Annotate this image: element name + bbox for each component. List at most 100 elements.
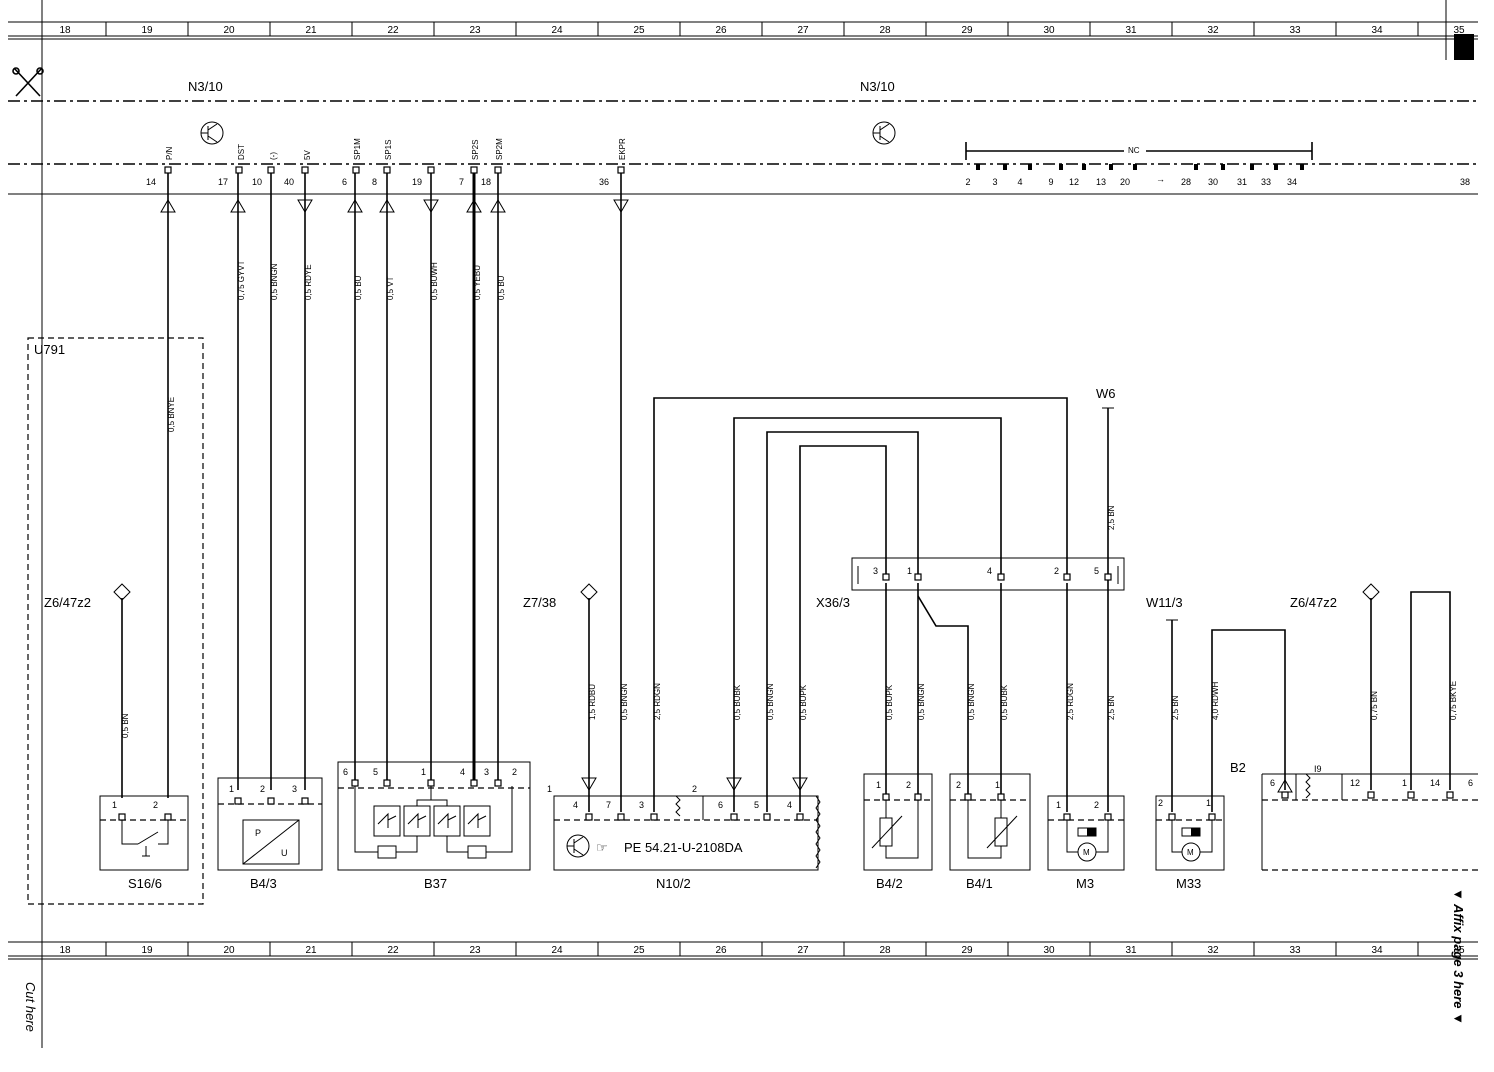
grid-column-label: 23 <box>469 945 481 956</box>
n102-component: 1 2 4 7 3 6 5 4 ☞ PE 54.21-U-2108DA N10/… <box>547 784 821 891</box>
grid-column-label: 21 <box>305 25 317 36</box>
svg-text:NC: NC <box>1128 146 1140 155</box>
grid-column-label: 24 <box>551 25 563 36</box>
svg-text:PE 54.21-U-2108DA: PE 54.21-U-2108DA <box>624 840 743 855</box>
svg-text:18: 18 <box>481 177 491 187</box>
svg-text:40: 40 <box>284 177 294 187</box>
nc-pin-mark <box>1028 164 1032 170</box>
s16-component: 1 2 S16/6 <box>99 795 189 891</box>
m33-component: 2 1 M M33 <box>1155 795 1225 891</box>
svg-text:1: 1 <box>995 780 1000 790</box>
wire-labels: 0,75 GYVT 0,5 BNGN 0,5 RDYE 0,5 BU 0,5 V… <box>121 260 1458 738</box>
grid-column-label: 31 <box>1125 25 1137 36</box>
svg-text:2,5 BN: 2,5 BN <box>1107 695 1116 720</box>
reference-hand-icon: ☞ <box>596 840 608 855</box>
nc-pin-number: 28 <box>1181 177 1191 187</box>
svg-text:1: 1 <box>1056 800 1061 810</box>
n310-far-pin: 38 <box>1460 177 1470 187</box>
n310-pins: P/N 14 DST 17 (-) 10 5V 40 SP1M 6 SP1S 8 <box>146 138 627 187</box>
svg-text:10: 10 <box>252 177 262 187</box>
nc-pin-mark <box>1003 164 1007 170</box>
svg-text:2: 2 <box>1094 800 1099 810</box>
svg-text:0,75 GYVT: 0,75 GYVT <box>237 260 246 300</box>
svg-text:2,5 BN: 2,5 BN <box>1171 695 1180 720</box>
b37-component: 6 5 1 4 3 2 B37 <box>337 761 531 891</box>
svg-text:36: 36 <box>599 177 609 187</box>
svg-text:EKPR: EKPR <box>618 138 627 160</box>
svg-text:1: 1 <box>907 566 912 576</box>
svg-text:0,75 BKYE: 0,75 BKYE <box>1449 681 1458 720</box>
svg-text:4,0 RDWH: 4,0 RDWH <box>1211 682 1220 720</box>
svg-text:2: 2 <box>1158 798 1163 808</box>
u791-boundary <box>27 337 204 905</box>
svg-text:M: M <box>1187 848 1194 857</box>
cut-here-label: Cut here <box>23 982 38 1032</box>
b2-component: 6 12 1 14 6 <box>1261 773 1478 871</box>
grid-column-label: 34 <box>1371 25 1383 36</box>
svg-text:8: 8 <box>372 177 377 187</box>
svg-text:0,5 BU: 0,5 BU <box>497 275 506 300</box>
grid-column-label: 26 <box>715 25 727 36</box>
w11-label: W11/3 <box>1146 595 1183 610</box>
signal-arrows-bottom <box>581 777 1293 793</box>
bottom-ruler <box>8 941 1478 960</box>
grid-column-label: 35 <box>1453 945 1465 956</box>
nc-pin-number: 31 <box>1237 177 1247 187</box>
nc-pin-mark <box>1082 164 1086 170</box>
svg-text:3: 3 <box>484 767 489 777</box>
svg-text:M: M <box>1083 848 1090 857</box>
signal-arrows <box>160 199 629 213</box>
grid-column-label: 31 <box>1125 945 1137 956</box>
nc-pin-number: 9 <box>1048 177 1053 187</box>
grid-column-label: 29 <box>961 945 973 956</box>
svg-text:0,75 BN: 0,75 BN <box>1370 691 1379 720</box>
svg-text:B37: B37 <box>424 876 447 891</box>
svg-text:14: 14 <box>1430 778 1440 788</box>
b41-component: 2 1 B4/1 <box>949 773 1031 891</box>
svg-text:2: 2 <box>153 800 158 810</box>
nc-pin-number: 34 <box>1287 177 1297 187</box>
nc-pin-mark <box>1194 164 1198 170</box>
grid-column-label: 26 <box>715 945 727 956</box>
grid-column-label: 33 <box>1289 945 1301 956</box>
grid-column-label: 22 <box>387 945 399 956</box>
svg-text:S16/6: S16/6 <box>128 876 162 891</box>
svg-text:1: 1 <box>1206 798 1211 808</box>
nc-pin-mark <box>1300 164 1304 170</box>
svg-text:0,5 BUWH: 0,5 BUWH <box>430 262 439 300</box>
svg-text:0,5 BNGN: 0,5 BNGN <box>620 683 629 720</box>
svg-text:12: 12 <box>1350 778 1360 788</box>
svg-text:2: 2 <box>260 784 265 794</box>
svg-text:4: 4 <box>460 767 465 777</box>
z6-left-label: Z6/47z2 <box>44 595 91 610</box>
grid-column-label: 20 <box>223 945 235 956</box>
svg-text:3: 3 <box>292 784 297 794</box>
grid-column-label: 19 <box>141 25 153 36</box>
svg-text:SP1S: SP1S <box>384 140 393 160</box>
grid-column-label: 24 <box>551 945 563 956</box>
nc-pin-mark <box>1221 164 1225 170</box>
nc-pin-mark <box>1250 164 1254 170</box>
grid-column-label: 20 <box>223 25 235 36</box>
svg-text:3: 3 <box>639 800 644 810</box>
grid-column-label: 18 <box>59 945 71 956</box>
nc-pin-number: 3 <box>992 177 997 187</box>
nc-arrow: → <box>1156 174 1165 184</box>
svg-text:SP1M: SP1M <box>353 138 362 160</box>
n310-label-left: N3/10 <box>188 79 223 94</box>
grid-column-label: 18 <box>59 25 71 36</box>
svg-text:B4/3: B4/3 <box>250 876 277 891</box>
x36-label: X36/3 <box>816 595 850 610</box>
svg-text:B4/2: B4/2 <box>876 876 903 891</box>
switch-icon <box>121 820 169 857</box>
svg-text:0,5 YEBU: 0,5 YEBU <box>473 265 482 300</box>
z7-label: Z7/38 <box>523 595 556 610</box>
grid-column-label: 35 <box>1453 25 1465 36</box>
top-ruler <box>8 21 1478 40</box>
svg-text:17: 17 <box>218 177 228 187</box>
svg-text:6: 6 <box>1270 778 1275 788</box>
grid-column-label: 34 <box>1371 945 1383 956</box>
nc-pin-number: 12 <box>1069 177 1079 187</box>
nc-pin-number: 4 <box>1017 177 1022 187</box>
